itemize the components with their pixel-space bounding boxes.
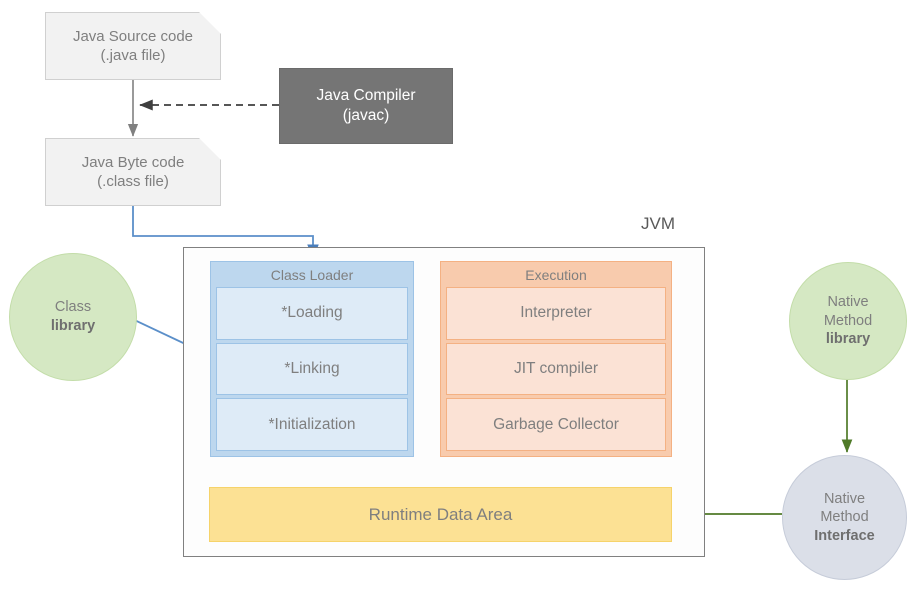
execution-title: Execution [525, 267, 587, 283]
native-method-interface-line2: Method [820, 509, 869, 526]
class-loader-items: *Loading *Linking *Initialization [211, 287, 413, 456]
execution-item-interpreter: Interpreter [446, 287, 666, 340]
java-compiler-line1: Java Compiler [316, 87, 416, 105]
java-compiler-box: Java Compiler (javac) [279, 68, 453, 144]
java-source-code-line2: (.java file) [100, 47, 166, 64]
execution-items: Interpreter JIT compiler Garbage Collect… [441, 287, 671, 456]
java-byte-code-line2: (.class file) [97, 173, 169, 190]
java-compiler-line2: (javac) [342, 107, 390, 124]
class-loader-title: Class Loader [270, 267, 354, 283]
class-loader-group: Class Loader *Loading *Linking *Initiali… [210, 261, 414, 457]
native-method-library-circle: Native Method library [789, 262, 907, 380]
java-source-code-box: Java Source code (.java file) [45, 12, 221, 80]
runtime-data-area-box: Runtime Data Area [209, 487, 672, 542]
execution-item-garbage-collector: Garbage Collector [446, 398, 666, 452]
native-method-library-line2: Method [823, 312, 873, 329]
execution-item-jit-compiler: JIT compiler [446, 342, 666, 396]
native-method-library-line1: Native [827, 294, 869, 311]
class-loader-item-loading: *Loading [216, 287, 408, 340]
jvm-label: JVM [641, 214, 675, 233]
class-library-line2: library [50, 318, 96, 334]
native-method-interface-circle: Native Method Interface [782, 455, 907, 580]
native-method-interface-line1: Native [823, 490, 866, 507]
class-loader-item-initialization: *Initialization [216, 398, 408, 452]
class-loader-item-linking: *Linking [216, 342, 408, 396]
java-byte-code-box: Java Byte code (.class file) [45, 138, 221, 206]
native-method-library-line3: library [825, 331, 871, 348]
java-source-code-line1: Java Source code [72, 27, 194, 45]
execution-group: Execution Interpreter JIT compiler Garba… [440, 261, 672, 457]
class-library-circle: Class library [9, 253, 137, 381]
class-library-line1: Class [54, 299, 92, 316]
java-byte-code-line1: Java Byte code [81, 153, 185, 171]
runtime-data-area-label: Runtime Data Area [368, 504, 513, 524]
native-method-interface-line3: Interface [814, 527, 875, 544]
